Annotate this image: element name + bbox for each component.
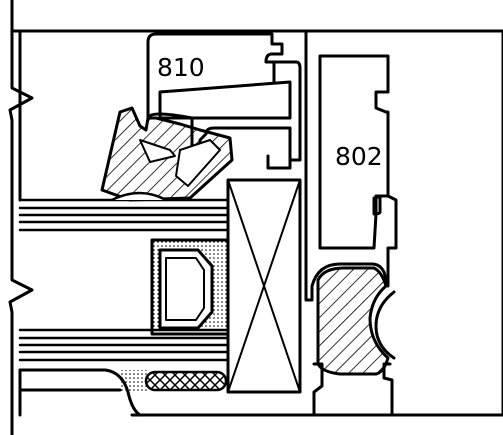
gasket-bottom [144,370,228,392]
setting-block-cross [227,179,301,393]
profile-label-810: 810 [157,53,205,82]
frame-main-chamber [318,54,390,250]
sealant-dotted [120,370,148,392]
wall-break-line [8,0,34,435]
frame-profile-802 [304,29,398,302]
profile-label-802: 802 [335,142,383,171]
thermal-break-bottom [316,266,390,376]
frame-lower-bead [312,362,324,417]
sash-return [266,154,292,170]
sash-inner-chamber [158,80,292,120]
